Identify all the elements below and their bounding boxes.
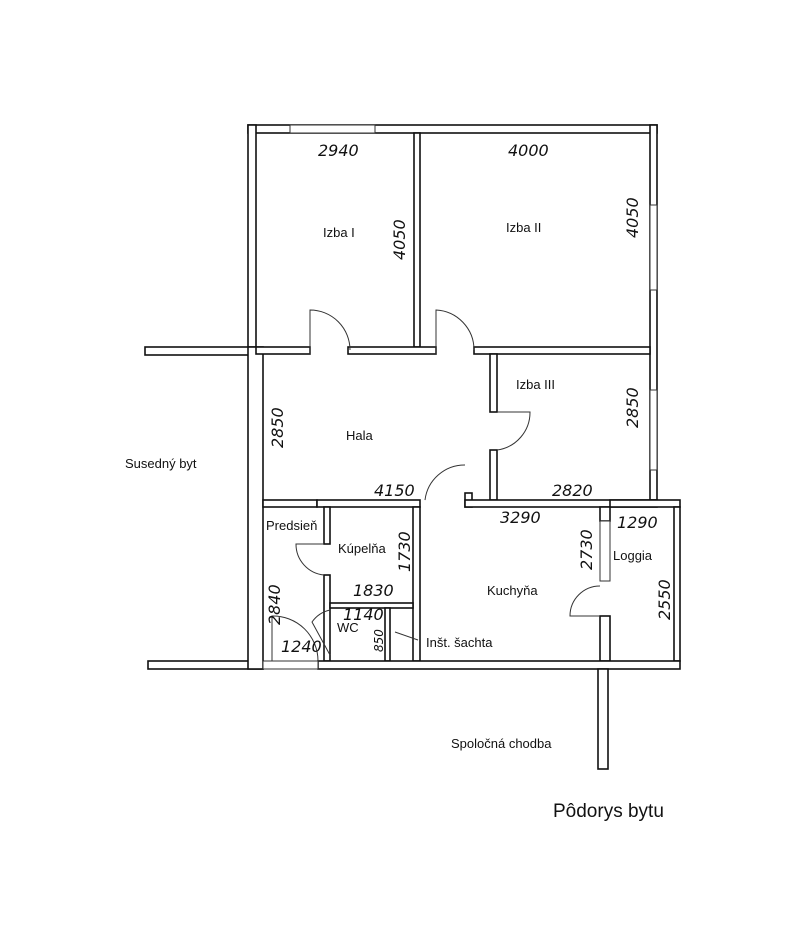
door-izba2[interactable] — [435, 309, 475, 354]
label-kupelna: Kúpelňa — [338, 541, 386, 556]
wall-predsien-top — [262, 499, 318, 508]
dimensions: 2940 4050 4000 4050 2820 2850 4150 2850 … — [265, 141, 674, 656]
room-labels: Izba I Izba II Izba III Hala Predsieň Kú… — [125, 220, 653, 751]
dim-kupelna-height: 1730 — [395, 531, 414, 572]
door-izba3[interactable] — [496, 411, 531, 451]
label-susedny-byt: Susedný byt — [125, 456, 197, 471]
label-predsien: Predsieň — [266, 518, 317, 533]
dim-izba2-width: 4000 — [508, 141, 549, 160]
wall-kitchen-right-b — [599, 615, 611, 662]
window-izba3 — [649, 389, 658, 471]
dim-wc-height: 850 — [372, 629, 386, 652]
doors — [271, 309, 601, 662]
wall-kupelna-top — [316, 499, 421, 508]
label-izba2: Izba II — [506, 220, 541, 235]
wall-kupelna-left-b — [323, 574, 331, 662]
wall-kupelna-left-a — [323, 506, 331, 545]
door-wc[interactable] — [311, 609, 331, 656]
wall-izba3-left-a — [489, 353, 498, 413]
dim-izba1-height: 4050 — [390, 219, 409, 260]
window-izba1 — [289, 124, 376, 134]
wall-kupelna-right — [412, 506, 421, 662]
wall-left-lower — [247, 346, 264, 670]
wall-hala-top-a — [255, 346, 311, 355]
wall-kupelna-bottom — [329, 602, 414, 609]
wall-hala-top-c — [473, 346, 651, 355]
plan-title: Pôdorys bytu — [553, 801, 664, 822]
label-izba3: Izba III — [516, 377, 555, 392]
dim-kuchyna-height: 2730 — [577, 529, 596, 570]
wall-neighbour-bottom — [147, 660, 264, 670]
door-izba1[interactable] — [309, 309, 351, 354]
dim-izba2-height: 4050 — [623, 197, 642, 238]
dim-predsien-height: 2840 — [265, 584, 284, 625]
dim-izba3-width: 2820 — [552, 481, 593, 500]
door-loggia[interactable] — [569, 585, 601, 617]
dim-predsien-width: 1240 — [281, 637, 322, 656]
label-izba1: Izba I — [323, 225, 355, 240]
wall-corridor — [597, 668, 609, 770]
window-izba2 — [649, 204, 658, 291]
entry-threshold — [262, 660, 319, 670]
dim-hala-width: 4150 — [374, 481, 415, 500]
door-kupelna[interactable] — [295, 543, 325, 576]
dim-hala-height: 2850 — [268, 407, 287, 448]
arrow-sachta — [394, 631, 419, 641]
wall-izba3-left-b — [489, 449, 498, 501]
dim-loggia-width: 1290 — [617, 513, 658, 532]
dim-kupelna-width: 1830 — [353, 581, 394, 600]
label-wc: WC — [337, 620, 359, 635]
walls — [144, 124, 681, 770]
dim-kuchyna-width: 3290 — [500, 508, 541, 527]
door-entry[interactable] — [271, 615, 319, 662]
wall-hala-top-b — [347, 346, 437, 355]
wall-neighbour-top — [144, 346, 257, 356]
wall-left-upper — [247, 124, 257, 356]
label-loggia: Loggia — [613, 548, 653, 563]
wall-izba1-izba2 — [413, 132, 421, 348]
label-hala: Hala — [346, 428, 374, 443]
label-kuchyna: Kuchyňa — [487, 583, 538, 598]
wall-kitchen-right-a — [599, 506, 611, 522]
label-sachta: Inšt. šachta — [426, 635, 493, 650]
wall-bottom — [317, 660, 681, 670]
dim-izba1-width: 2940 — [318, 141, 359, 160]
dim-wc-width: 1140 — [343, 605, 384, 624]
door-kuchyna[interactable] — [424, 464, 466, 501]
wall-loggia-right — [673, 506, 681, 662]
label-spolocna-chodba: Spoločná chodba — [451, 736, 552, 751]
dim-izba3-height: 2850 — [623, 387, 642, 428]
dim-loggia-height: 2550 — [655, 579, 674, 620]
window-loggia — [599, 520, 611, 582]
wall-loggia-top — [609, 499, 681, 508]
